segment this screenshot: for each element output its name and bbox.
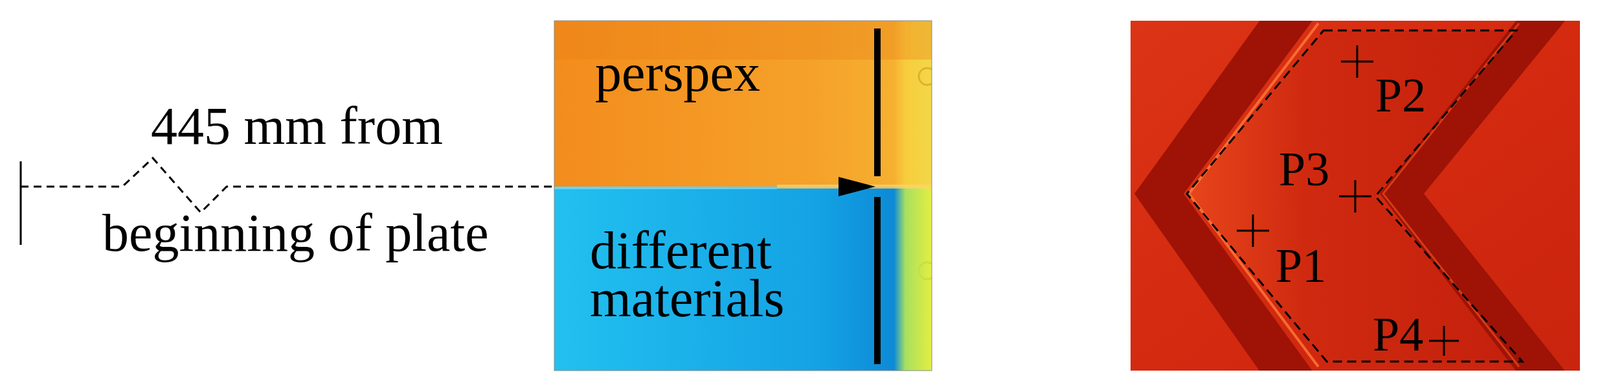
cross-marker xyxy=(1236,214,1270,247)
cross-marker xyxy=(1429,325,1459,356)
arrowhead xyxy=(838,176,876,197)
dashed-outline xyxy=(1186,30,1523,362)
point-label: P3 xyxy=(1278,145,1330,193)
material-label: perspex xyxy=(595,46,761,100)
point-label: P4 xyxy=(1372,310,1424,359)
point-label: P1 xyxy=(1275,241,1327,290)
edge-highlight xyxy=(1188,23,1319,367)
section-line xyxy=(874,196,881,364)
thermal-image xyxy=(1130,20,1580,371)
perspex-region xyxy=(554,20,932,187)
distance-label: 445 mm from xyxy=(150,99,443,153)
cross-marker xyxy=(1339,180,1372,213)
bolt xyxy=(918,262,932,280)
section-line xyxy=(874,28,881,177)
cross-marker xyxy=(1340,45,1374,78)
end-tick xyxy=(20,161,23,245)
bolt xyxy=(918,67,932,85)
material-label: different materials xyxy=(589,226,811,323)
thermal-image xyxy=(554,20,932,371)
point-label: P2 xyxy=(1375,71,1426,120)
image-border xyxy=(554,20,932,371)
boundary-line xyxy=(554,186,778,190)
material-region xyxy=(554,186,932,371)
distance-label: beginning of plate xyxy=(102,206,489,260)
